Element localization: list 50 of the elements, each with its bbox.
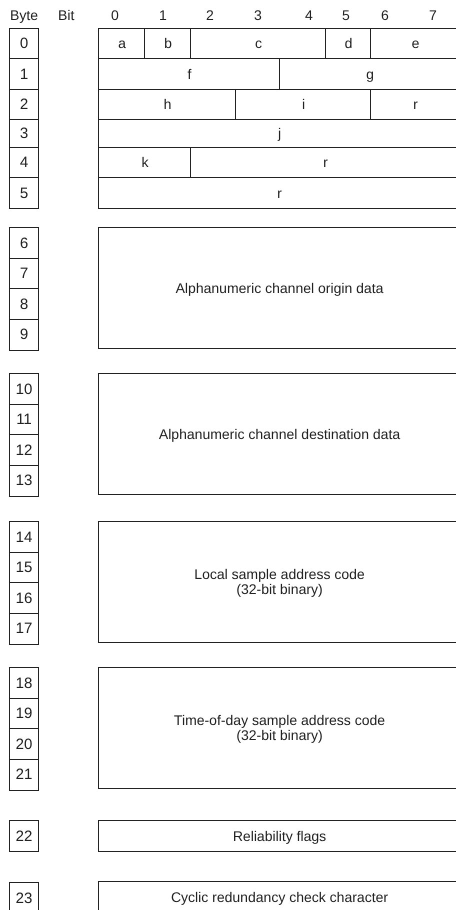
field-box: Alphanumeric channel destination data <box>98 373 456 495</box>
byte-number-box: 0 <box>9 28 39 59</box>
byte-number-box: 21 <box>9 758 39 790</box>
byte-number-box: 8 <box>9 288 39 320</box>
byte-number-box: 20 <box>9 728 39 760</box>
bit-number: 1 <box>159 7 167 23</box>
field-box: a <box>98 28 145 59</box>
bit-number: 5 <box>342 7 350 23</box>
field-box: r <box>98 177 456 209</box>
byte-number-box: 17 <box>9 612 39 644</box>
bit-number: 7 <box>429 7 437 23</box>
byte-number-box: 15 <box>9 552 39 584</box>
byte-number-box: 5 <box>9 177 39 209</box>
byte-number-box: 22 <box>9 820 39 852</box>
field-name: Local sample address code <box>194 567 365 582</box>
field-name: Time-of-day sample address code <box>174 713 386 728</box>
byte-number-box: 6 <box>9 227 39 259</box>
byte-number-box: 19 <box>9 698 39 730</box>
byte-number-box: 18 <box>9 667 39 699</box>
bit-number: 4 <box>305 7 313 23</box>
byte-number-box: 12 <box>9 434 39 466</box>
bit-number: 6 <box>381 7 389 23</box>
field-box <box>98 667 456 789</box>
field-box: d <box>325 28 371 59</box>
byte-number-box: 11 <box>9 404 39 436</box>
byte-number-box: 2 <box>9 89 39 120</box>
byte-number-box: 7 <box>9 258 39 290</box>
byte-number-box: 4 <box>9 147 39 178</box>
field-box: Alphanumeric channel origin data <box>98 227 456 349</box>
column-heading: Bit <box>58 7 74 23</box>
column-heading: Byte <box>10 7 38 23</box>
field-note: (32-bit binary) <box>236 728 323 743</box>
byte-number-box: 9 <box>9 318 39 350</box>
field-note: (32-bit binary) <box>236 582 323 597</box>
byte-number-box: 3 <box>9 119 39 148</box>
byte-number-box: 10 <box>9 373 39 405</box>
byte-number-box: 23 <box>9 882 39 910</box>
byte-number-box: 13 <box>9 464 39 496</box>
field-box: b <box>144 28 191 59</box>
field-box: Cyclic redundancy check character <box>98 881 456 910</box>
byte-number-box: 1 <box>9 58 39 90</box>
bit-number: 3 <box>254 7 262 23</box>
bit-number: 0 <box>111 7 119 23</box>
bit-number: 2 <box>206 7 214 23</box>
byte-number-box: 16 <box>9 582 39 614</box>
field-box: Reliability flags <box>98 820 456 852</box>
field-box: c <box>190 28 326 59</box>
field-box: e <box>370 28 456 59</box>
byte-number-box: 14 <box>9 521 39 553</box>
field-box <box>98 521 456 643</box>
